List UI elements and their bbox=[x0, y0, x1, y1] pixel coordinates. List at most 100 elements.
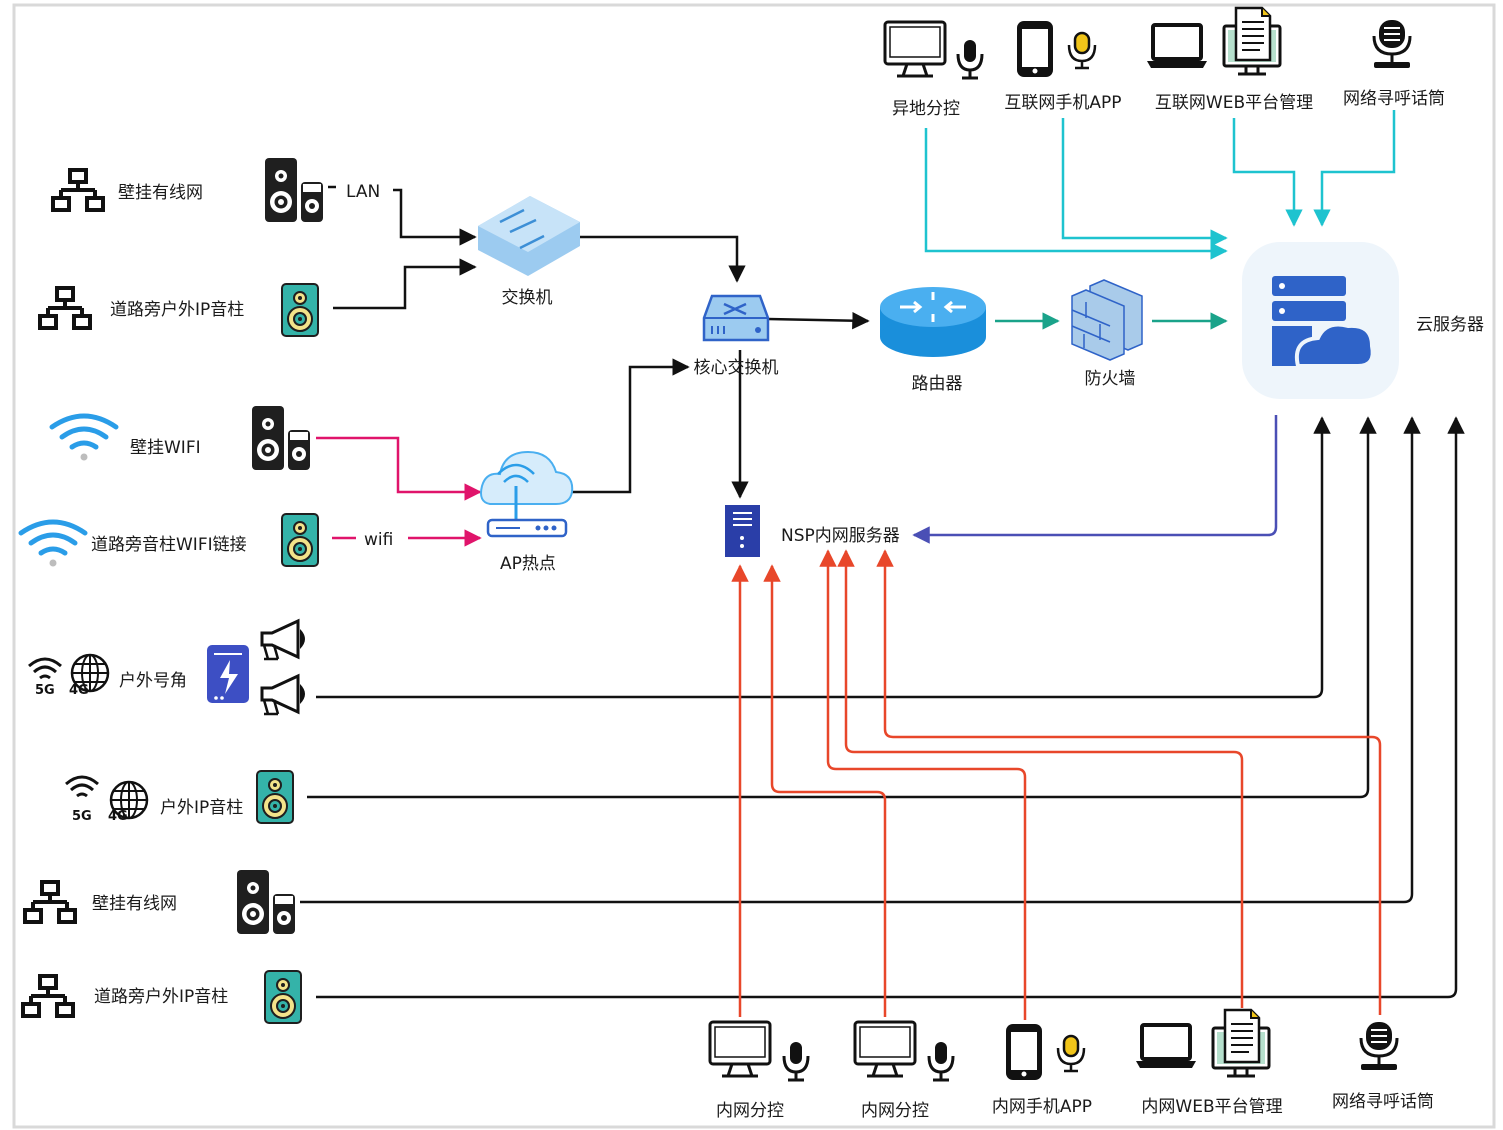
outdoor-ip-group: 5G 4G 户外IP音柱 bbox=[64, 770, 294, 824]
router-icon bbox=[880, 287, 986, 357]
wall-wired-bottom-group: 壁挂有线网 bbox=[23, 870, 295, 934]
diagram-frame bbox=[12, 3, 1496, 1129]
road-wifi-group: 道路旁音柱WIFI链接 wifi bbox=[21, 513, 393, 567]
network-mic-top-group: 网络寻呼话筒 bbox=[1343, 18, 1445, 109]
wifi-icon bbox=[21, 522, 85, 567]
document-monitor-icon bbox=[1211, 1008, 1271, 1078]
edge-cloud-nsp bbox=[912, 415, 1278, 544]
wall-wifi-group: 壁挂WIFI bbox=[52, 406, 310, 470]
speaker-icon bbox=[252, 406, 310, 470]
wall-wired-bottom-label: 壁挂有线网 bbox=[92, 894, 177, 914]
wall-wired-top-label: 壁挂有线网 bbox=[118, 183, 203, 203]
network-topology-icon bbox=[38, 286, 92, 330]
edge-core-router bbox=[767, 311, 870, 330]
core-switch-label: 核心交换机 bbox=[694, 358, 779, 378]
internet-web-group: 互联网WEB平台管理 bbox=[1145, 6, 1313, 113]
intranet-web-label: 内网WEB平台管理 bbox=[1141, 1097, 1282, 1117]
speaker-icon bbox=[256, 770, 294, 824]
edge-switch-core bbox=[580, 235, 746, 283]
edge-web-nsp bbox=[837, 549, 1244, 1008]
wifi-icon bbox=[27, 657, 63, 680]
outdoor-horn-label: 户外号角 bbox=[119, 671, 187, 691]
speaker-icon bbox=[264, 970, 302, 1024]
microphone-icon bbox=[927, 1040, 955, 1082]
road-wifi-label: 道路旁音柱WIFI链接 bbox=[91, 535, 247, 555]
intranet-console-2-label: 内网分控 bbox=[861, 1101, 929, 1121]
cloud-server-node: 云服务器 bbox=[1242, 242, 1484, 399]
document-monitor-icon bbox=[1222, 6, 1282, 76]
laptop-icon bbox=[1134, 1023, 1198, 1070]
intranet-app-label: 内网手机APP bbox=[992, 1097, 1092, 1117]
firewall-label: 防火墙 bbox=[1085, 369, 1136, 389]
road-ip-top-group: 道路旁户外IP音柱 bbox=[38, 283, 319, 337]
ap-node: AP热点 bbox=[480, 450, 574, 574]
internet-app-label: 互联网手机APP bbox=[1004, 93, 1121, 113]
network-topology-icon bbox=[51, 168, 105, 212]
switch-icon bbox=[478, 196, 580, 276]
edge-remote-cloud bbox=[924, 128, 1228, 260]
net-4g-label: 4G bbox=[69, 683, 89, 698]
wall-wired-top-group: 壁挂有线网 LAN bbox=[51, 158, 380, 222]
router-node: 路由器 bbox=[880, 287, 986, 394]
wifi-icon bbox=[64, 775, 100, 798]
edge-lan-switch bbox=[393, 188, 477, 246]
intranet-web-group: 内网WEB平台管理 bbox=[1134, 1008, 1283, 1117]
wall-wifi-label: 壁挂WIFI bbox=[130, 438, 201, 458]
edge-app-cloud bbox=[1061, 118, 1228, 247]
wifi-label: wifi bbox=[364, 530, 393, 550]
laptop-icon bbox=[1145, 23, 1209, 70]
edge-wallwifi-ap bbox=[316, 436, 482, 501]
speaker-icon bbox=[281, 513, 319, 567]
intranet-console-1-label: 内网分控 bbox=[716, 1101, 784, 1121]
network-mic-top-label: 网络寻呼话筒 bbox=[1343, 89, 1445, 109]
edge-roadip-cloud bbox=[316, 416, 1465, 999]
road-ip-top-label: 道路旁户外IP音柱 bbox=[110, 300, 244, 320]
connectors bbox=[300, 110, 1465, 1020]
outdoor-horn-group: 5G 4G 户外号角 bbox=[27, 619, 307, 716]
edge-outdoorip-cloud bbox=[307, 416, 1377, 799]
monitor-icon bbox=[708, 1020, 772, 1078]
intranet-console-2-group: 内网分控 bbox=[853, 1020, 955, 1121]
nsp-server-node: NSP内网服务器 bbox=[725, 505, 900, 557]
outdoor-ip-label: 户外IP音柱 bbox=[160, 798, 243, 818]
edge-wallwired-cloud bbox=[300, 416, 1421, 904]
road-ip-bottom-label: 道路旁户外IP音柱 bbox=[94, 987, 228, 1007]
edge-horn-cloud bbox=[316, 416, 1331, 699]
nsp-server-label: NSP内网服务器 bbox=[781, 526, 900, 546]
edge-ap-core bbox=[572, 358, 690, 494]
paging-microphone-icon bbox=[1372, 18, 1412, 70]
smartphone-icon bbox=[1004, 1022, 1086, 1082]
net-5g-label: 5G bbox=[35, 683, 55, 698]
horn-speaker-icon bbox=[260, 619, 307, 661]
smartphone-icon bbox=[1015, 19, 1097, 79]
switch-node: 交换机 bbox=[478, 196, 580, 308]
edge-app-nsp bbox=[819, 549, 1027, 1020]
horn-speaker-icon bbox=[260, 674, 307, 716]
intranet-app-group: 内网手机APP bbox=[992, 1022, 1092, 1117]
paging-microphone-icon bbox=[1359, 1020, 1399, 1072]
internet-app-group: 互联网手机APP bbox=[1004, 19, 1122, 113]
network-topology-icon bbox=[21, 974, 75, 1018]
monitor-icon bbox=[883, 20, 947, 78]
switch-label: 交换机 bbox=[502, 288, 553, 308]
internet-web-label: 互联网WEB平台管理 bbox=[1155, 93, 1313, 113]
speaker-icon bbox=[237, 870, 295, 934]
intranet-console-1-group: 内网分控 bbox=[708, 1020, 810, 1121]
remote-console-group: 异地分控 bbox=[883, 20, 984, 119]
wifi-icon bbox=[52, 416, 116, 461]
edge-mic-nsp bbox=[876, 549, 1382, 1015]
net-5g-label: 5G bbox=[72, 809, 92, 824]
network-mic-bottom-group: 网络寻呼话筒 bbox=[1332, 1020, 1434, 1112]
ap-label: AP热点 bbox=[500, 554, 556, 574]
road-ip-bottom-group: 道路旁户外IP音柱 bbox=[21, 970, 302, 1024]
power-box-icon bbox=[207, 645, 249, 703]
net-4g-label: 4G bbox=[108, 809, 128, 824]
firewall-node: 防火墙 bbox=[1071, 279, 1143, 389]
cloud-server-icon bbox=[1272, 276, 1375, 368]
lan-label: LAN bbox=[346, 182, 380, 202]
remote-console-label: 异地分控 bbox=[892, 99, 960, 119]
cloud-server-label: 云服务器 bbox=[1416, 315, 1484, 335]
nsp-server-icon bbox=[725, 505, 760, 557]
edge-mic-cloud bbox=[1313, 110, 1396, 227]
